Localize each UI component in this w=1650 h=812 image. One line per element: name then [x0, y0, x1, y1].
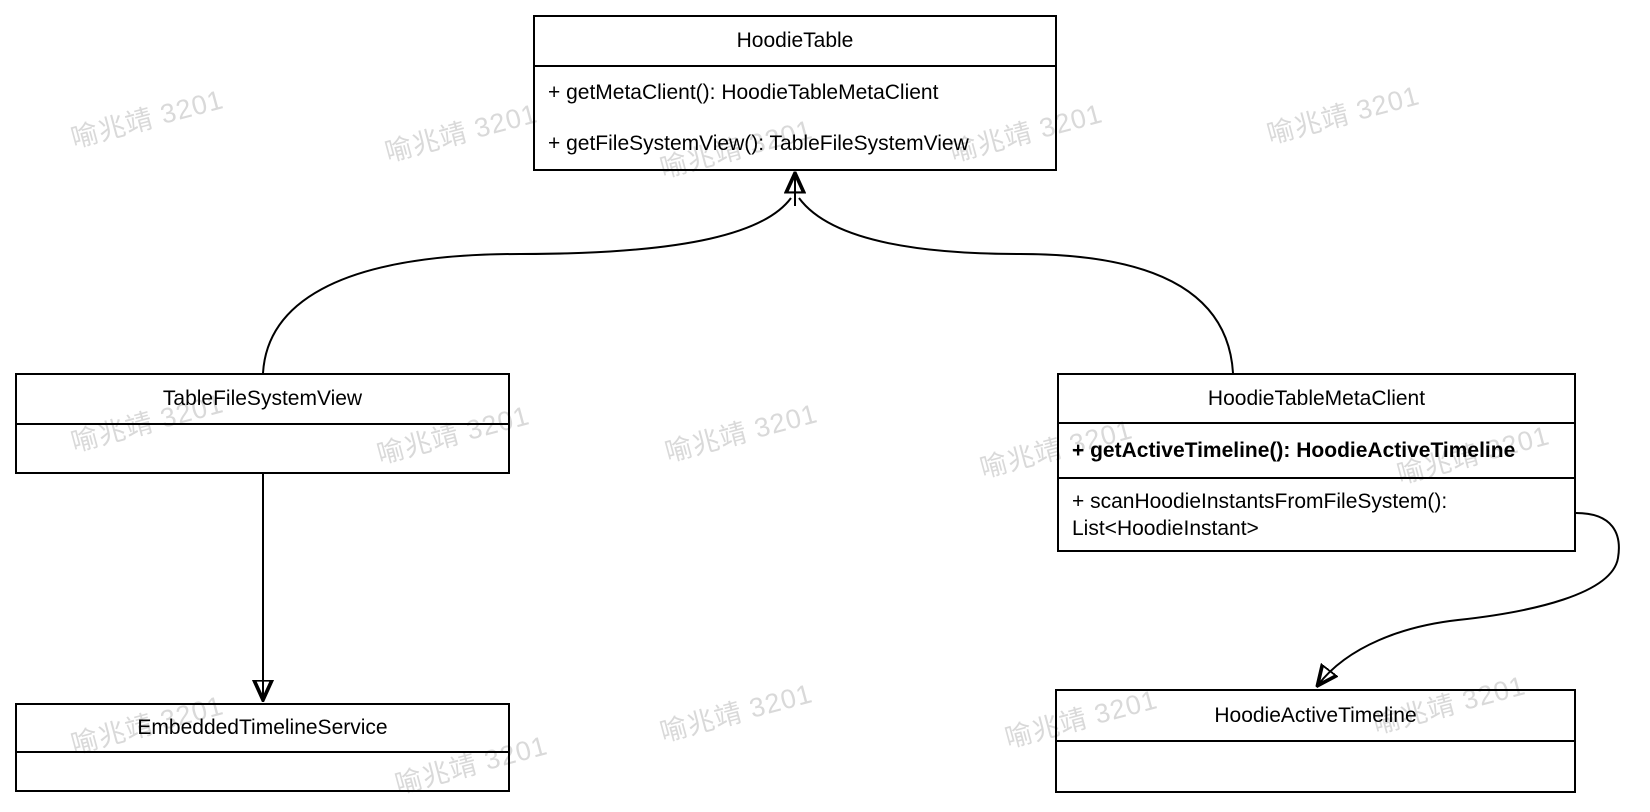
class-title-hoodietablemetaclient: HoodieTableMetaClient [1059, 375, 1574, 424]
empty-compartment [17, 425, 508, 472]
class-title-tablefilesystemview: TableFileSystemView [17, 375, 508, 425]
method-getactivetimeline: + getActiveTimeline(): HoodieActiveTimel… [1072, 439, 1516, 462]
method-scanhoodieinstants-line2: List<HoodieInstant> [1072, 516, 1259, 540]
method-scanhoodieinstants-line1: + scanHoodieInstantsFromFileSystem(): [1072, 489, 1448, 513]
edge-hoodietablemetaclient-to-hoodieactivetimeline [1318, 512, 1620, 685]
edge-tablefilesystemview-to-hoodietable [262, 197, 792, 374]
class-box-hoodietablemetaclient: HoodieTableMetaClient + getActiveTimelin… [1057, 373, 1576, 552]
class-title-hoodieactivetimeline: HoodieActiveTimeline [1057, 691, 1574, 742]
empty-compartment [1057, 742, 1574, 791]
class-box-embeddedtimelineservice: EmbeddedTimelineService [15, 703, 510, 792]
class-box-hoodietable: HoodieTable + getMetaClient(): HoodieTab… [533, 15, 1057, 171]
class-box-tablefilesystemview: TableFileSystemView [15, 373, 510, 474]
method-getfilesystemview: + getFileSystemView(): TableFileSystemVi… [548, 131, 969, 155]
class-title-hoodietable: HoodieTable [535, 17, 1055, 67]
method-getmetaclient: + getMetaClient(): HoodieTableMetaClient [548, 80, 939, 104]
empty-compartment [17, 753, 508, 790]
edge-hoodietablemetaclient-to-hoodietable [798, 197, 1234, 374]
class-box-hoodieactivetimeline: HoodieActiveTimeline [1055, 689, 1576, 793]
class-title-embeddedtimelineservice: EmbeddedTimelineService [17, 705, 508, 753]
